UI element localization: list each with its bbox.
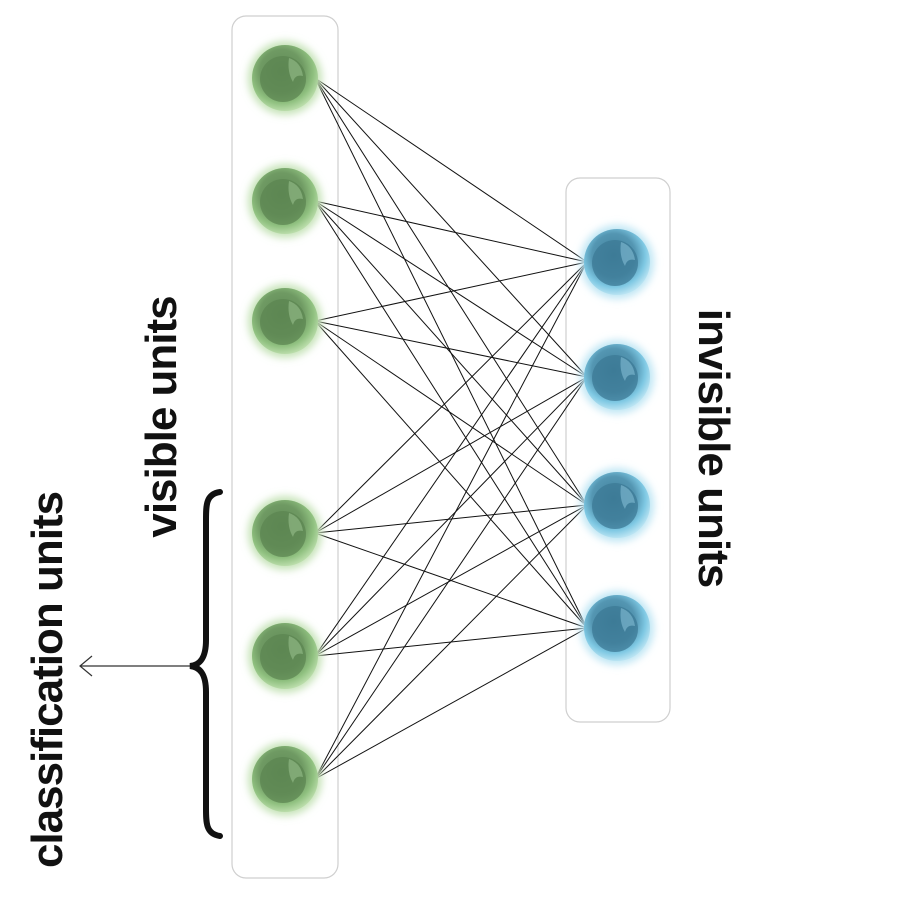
hidden-unit [580,225,654,299]
connection-edge [314,261,588,657]
hidden-unit [580,468,654,542]
connection-edge [314,504,588,657]
hidden-layer-box [565,177,671,723]
visible-unit [248,619,322,693]
arrow-left-icon [79,655,190,677]
connection-edge [314,504,588,780]
connection-edge [314,320,588,629]
connection-edge [314,200,588,263]
connection-edge [314,320,588,506]
curly-brace-icon [189,489,223,839]
connections [314,77,588,780]
classification-units-label: classification units [23,491,72,869]
visible-unit [248,164,322,238]
visible-unit [248,284,322,358]
connection-edge [314,376,588,657]
hidden-unit [580,591,654,665]
connection-edge [314,376,588,780]
connection-edge [314,200,588,629]
visible-unit [248,41,322,115]
connection-edge [314,320,588,378]
connection-edge [314,77,588,263]
visible-unit [248,496,322,570]
connection-edge [314,261,588,534]
connection-edge [314,504,588,534]
connection-edge [314,261,588,780]
units [248,41,654,816]
connection-edge [314,261,588,322]
connection-edge [314,200,588,506]
connection-edge [314,627,588,780]
visible-unit [248,742,322,816]
connection-edge [314,376,588,534]
visible-units-label: visible units [137,296,186,538]
invisible-units-label: invisible units [689,308,738,588]
hidden-unit [580,340,654,414]
